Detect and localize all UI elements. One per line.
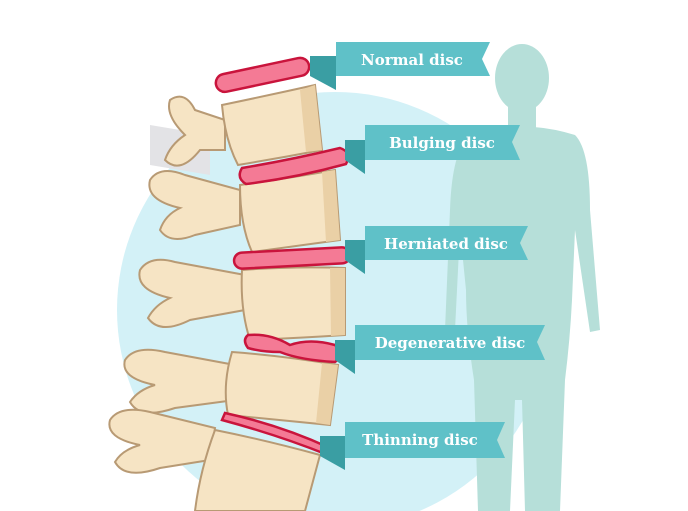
svg-text:Degenerative disc: Degenerative disc: [375, 334, 526, 352]
svg-text:Thinning disc: Thinning disc: [362, 431, 478, 449]
label-normal-disc: Normal disc: [310, 42, 490, 90]
vertebra-4: [123, 348, 340, 427]
label-degenerative-disc: Degenerative disc: [335, 325, 545, 374]
human-silhouette: [445, 44, 600, 511]
svg-text:Bulging disc: Bulging disc: [389, 134, 495, 152]
svg-text:Normal disc: Normal disc: [361, 51, 463, 69]
vertebra-5: [108, 408, 322, 511]
svg-text:Herniated disc: Herniated disc: [384, 235, 508, 253]
vertebra-3: [138, 258, 346, 342]
vertebra-2: [148, 168, 342, 254]
label-bulging-disc: Bulging disc: [345, 125, 520, 174]
label-thinning-disc: Thinning disc: [320, 422, 505, 470]
label-herniated-disc: Herniated disc: [345, 226, 528, 274]
bulging-disc: [238, 146, 350, 186]
vertebra-1: [150, 83, 324, 175]
normal-disc: [214, 56, 311, 94]
degenerative-disc: [243, 333, 342, 364]
spine: [108, 56, 352, 511]
